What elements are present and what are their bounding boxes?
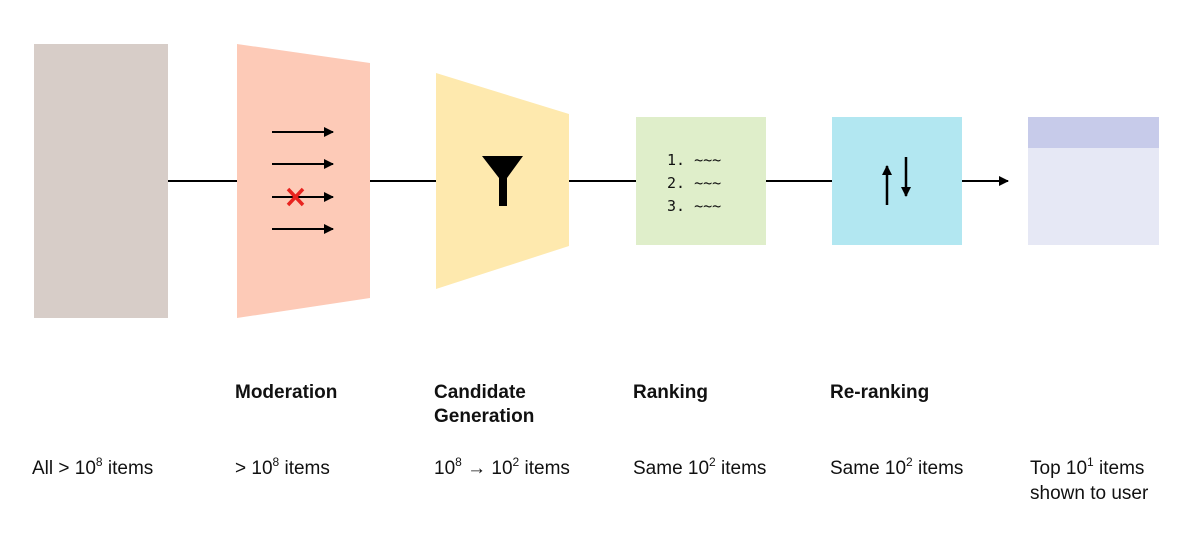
count-exponent: 8 — [272, 455, 280, 469]
arrows-with-blocked-item-icon — [272, 127, 334, 234]
count-exponent: 1 — [1087, 455, 1094, 469]
count-text: items — [912, 458, 964, 479]
count-text: items — [715, 458, 767, 479]
stage-title-moderation: Moderation — [235, 382, 338, 403]
count-text: items — [519, 458, 570, 479]
stage-count-all: All > 108 items — [32, 456, 153, 481]
count-text: > 10 — [235, 458, 273, 479]
count-text: Same 10 — [633, 458, 710, 479]
count-exponent: 8 — [95, 455, 103, 469]
moderation-block — [237, 44, 370, 318]
stage-title-line: Generation — [434, 406, 535, 427]
count-text: items — [279, 458, 330, 479]
funnel-icon — [482, 156, 523, 206]
count-text: items — [102, 458, 154, 479]
ranking-list-item: 3. ~~~ — [667, 197, 722, 215]
stage-title-reranking: Re-ranking — [830, 382, 930, 403]
count-text: 10 — [434, 458, 456, 479]
count-text: → 10 — [461, 458, 513, 479]
swap-arrows-icon — [882, 157, 911, 205]
stage-count-ranking: Same 102 items — [633, 456, 766, 481]
stage-title-ranking: Ranking — [633, 382, 708, 403]
count-line: shown to user — [1030, 483, 1149, 504]
count-text: Same 10 — [830, 458, 907, 479]
stage-title-line: Candidate — [434, 382, 526, 403]
ranking-block — [636, 117, 766, 245]
output-panel-header — [1028, 117, 1159, 148]
stage-count-moderation: > 108 items — [235, 456, 330, 481]
count-exponent: 2 — [906, 455, 913, 469]
ranking-list-item: 2. ~~~ — [667, 174, 722, 192]
stage-count-output: Top 101 items shown to user — [1030, 456, 1148, 506]
count-text: Top 10 — [1030, 458, 1088, 479]
ranking-list-item: 1. ~~~ — [667, 151, 722, 169]
count-text: items — [1093, 458, 1145, 479]
count-exponent: 2 — [512, 455, 520, 469]
stage-count-reranking: Same 102 items — [830, 456, 963, 481]
count-exponent: 2 — [709, 455, 716, 469]
stage-title-candidate-generation: Candidate Generation — [434, 381, 534, 429]
reranking-block — [832, 117, 962, 245]
all-items-block — [34, 44, 168, 318]
count-text: All > 10 — [32, 458, 96, 479]
blocked-x-icon — [286, 187, 305, 207]
count-line: Top 101 items — [1030, 456, 1148, 481]
count-exponent: 8 — [455, 455, 462, 469]
stage-count-candidate-generation: 108 → 102 items — [434, 456, 570, 481]
ranking-list: 1. ~~~ 2. ~~~ 3. ~~~ — [667, 149, 721, 218]
output-panel — [1028, 117, 1159, 245]
